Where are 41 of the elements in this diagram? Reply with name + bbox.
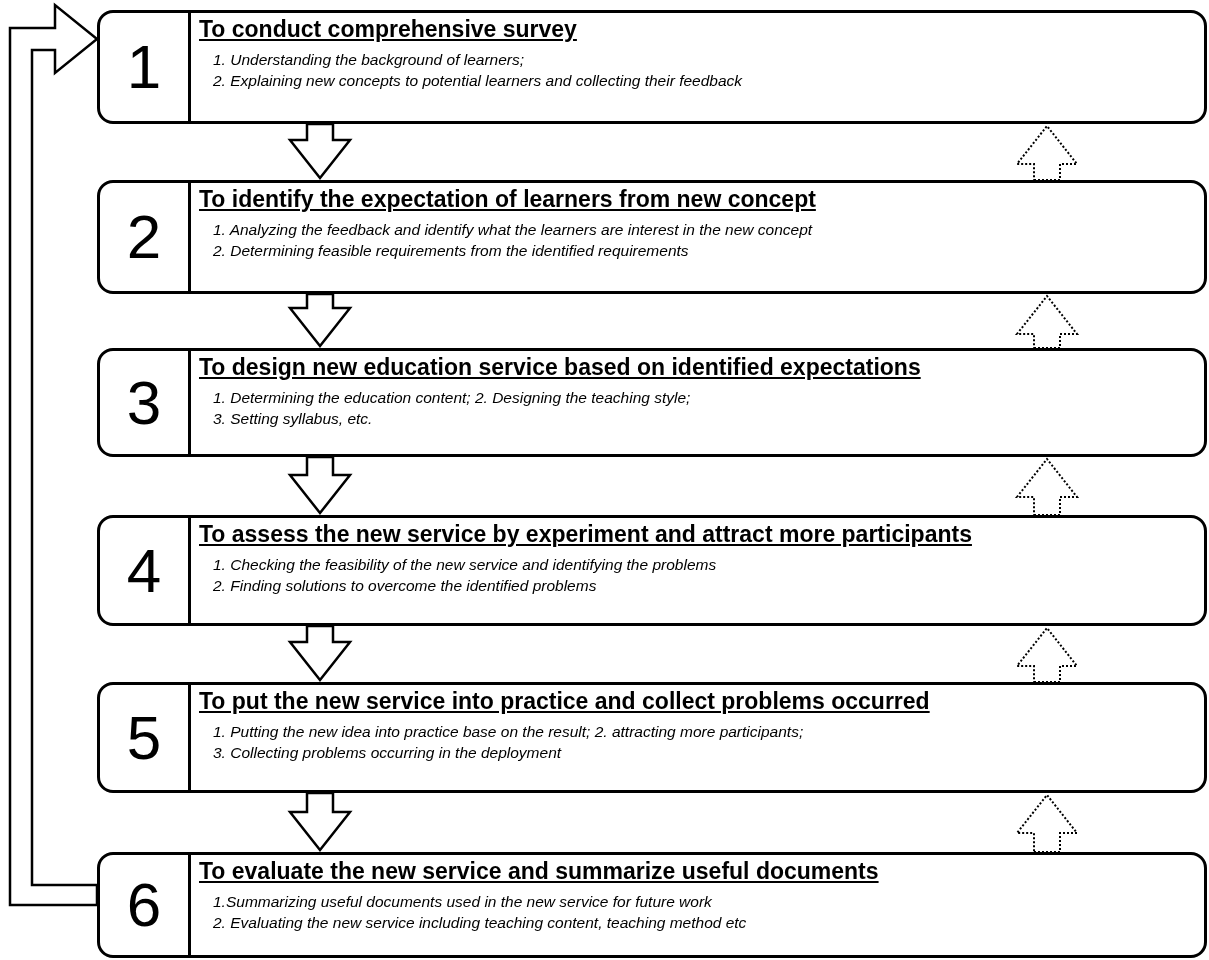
step-number: 5 [126, 706, 162, 769]
step-detail: 2. Determining feasible requirements from the identified requirements [213, 241, 689, 261]
block-arrow [287, 292, 353, 348]
step-title: To design new education service based on identified expectations [199, 353, 921, 381]
block-arrow [287, 455, 353, 515]
step-detail: 1. Checking the feasibility of the new service and identifying the problems [213, 555, 717, 575]
step-number: 1 [126, 36, 162, 98]
step-detail: 1. Understanding the background of learners; [213, 50, 525, 70]
block-arrow [1014, 626, 1080, 683]
step-number: 6 [126, 874, 162, 936]
step-title: To put the new service into practice and collect problems occurred [199, 687, 930, 715]
process-box [97, 852, 1207, 958]
step-detail: 1. Putting the new idea into practice base on the result; 2. attracting more participants; [213, 722, 804, 742]
step-title: To identify the expectation of learners from new concept [199, 185, 816, 213]
process-box [97, 515, 1207, 626]
step-detail: 1. Analyzing the feedback and identify what the learners are interest in the new concept [213, 220, 813, 240]
block-arrow [287, 624, 353, 682]
step-detail: 1.Summarizing useful documents used in the new service for future work [213, 892, 712, 912]
process-box [97, 180, 1207, 294]
block-arrow [1014, 793, 1080, 853]
step-detail: 2. Finding solutions to overcome the identified problems [213, 576, 597, 596]
loop-arrow [8, 2, 99, 907]
process-box [97, 682, 1207, 793]
block-arrow [1014, 457, 1080, 516]
step-number: 4 [126, 539, 162, 602]
step-detail: 2. Evaluating the new service including teaching content, teaching method etc [213, 913, 747, 933]
step-detail: 3. Collecting problems occurring in the deployment [213, 743, 562, 763]
step-detail: 1. Determining the education content; 2. Designing the teaching style; [213, 388, 691, 408]
step-number: 2 [126, 206, 162, 268]
block-arrow [287, 122, 353, 180]
step-title: To conduct comprehensive survey [199, 15, 577, 43]
step-detail: 3. Setting syllabus, etc. [213, 409, 373, 429]
process-box [97, 10, 1207, 124]
step-number: 3 [126, 371, 162, 434]
step-title: To evaluate the new service and summarize useful documents [199, 857, 879, 885]
block-arrow [1014, 124, 1080, 181]
step-title: To assess the new service by experiment and attract more participants [199, 520, 972, 548]
step-detail: 2. Explaining new concepts to potential learners and collecting their feedback [213, 71, 743, 91]
block-arrow [287, 791, 353, 852]
block-arrow [1014, 294, 1080, 349]
process-box [97, 348, 1207, 457]
